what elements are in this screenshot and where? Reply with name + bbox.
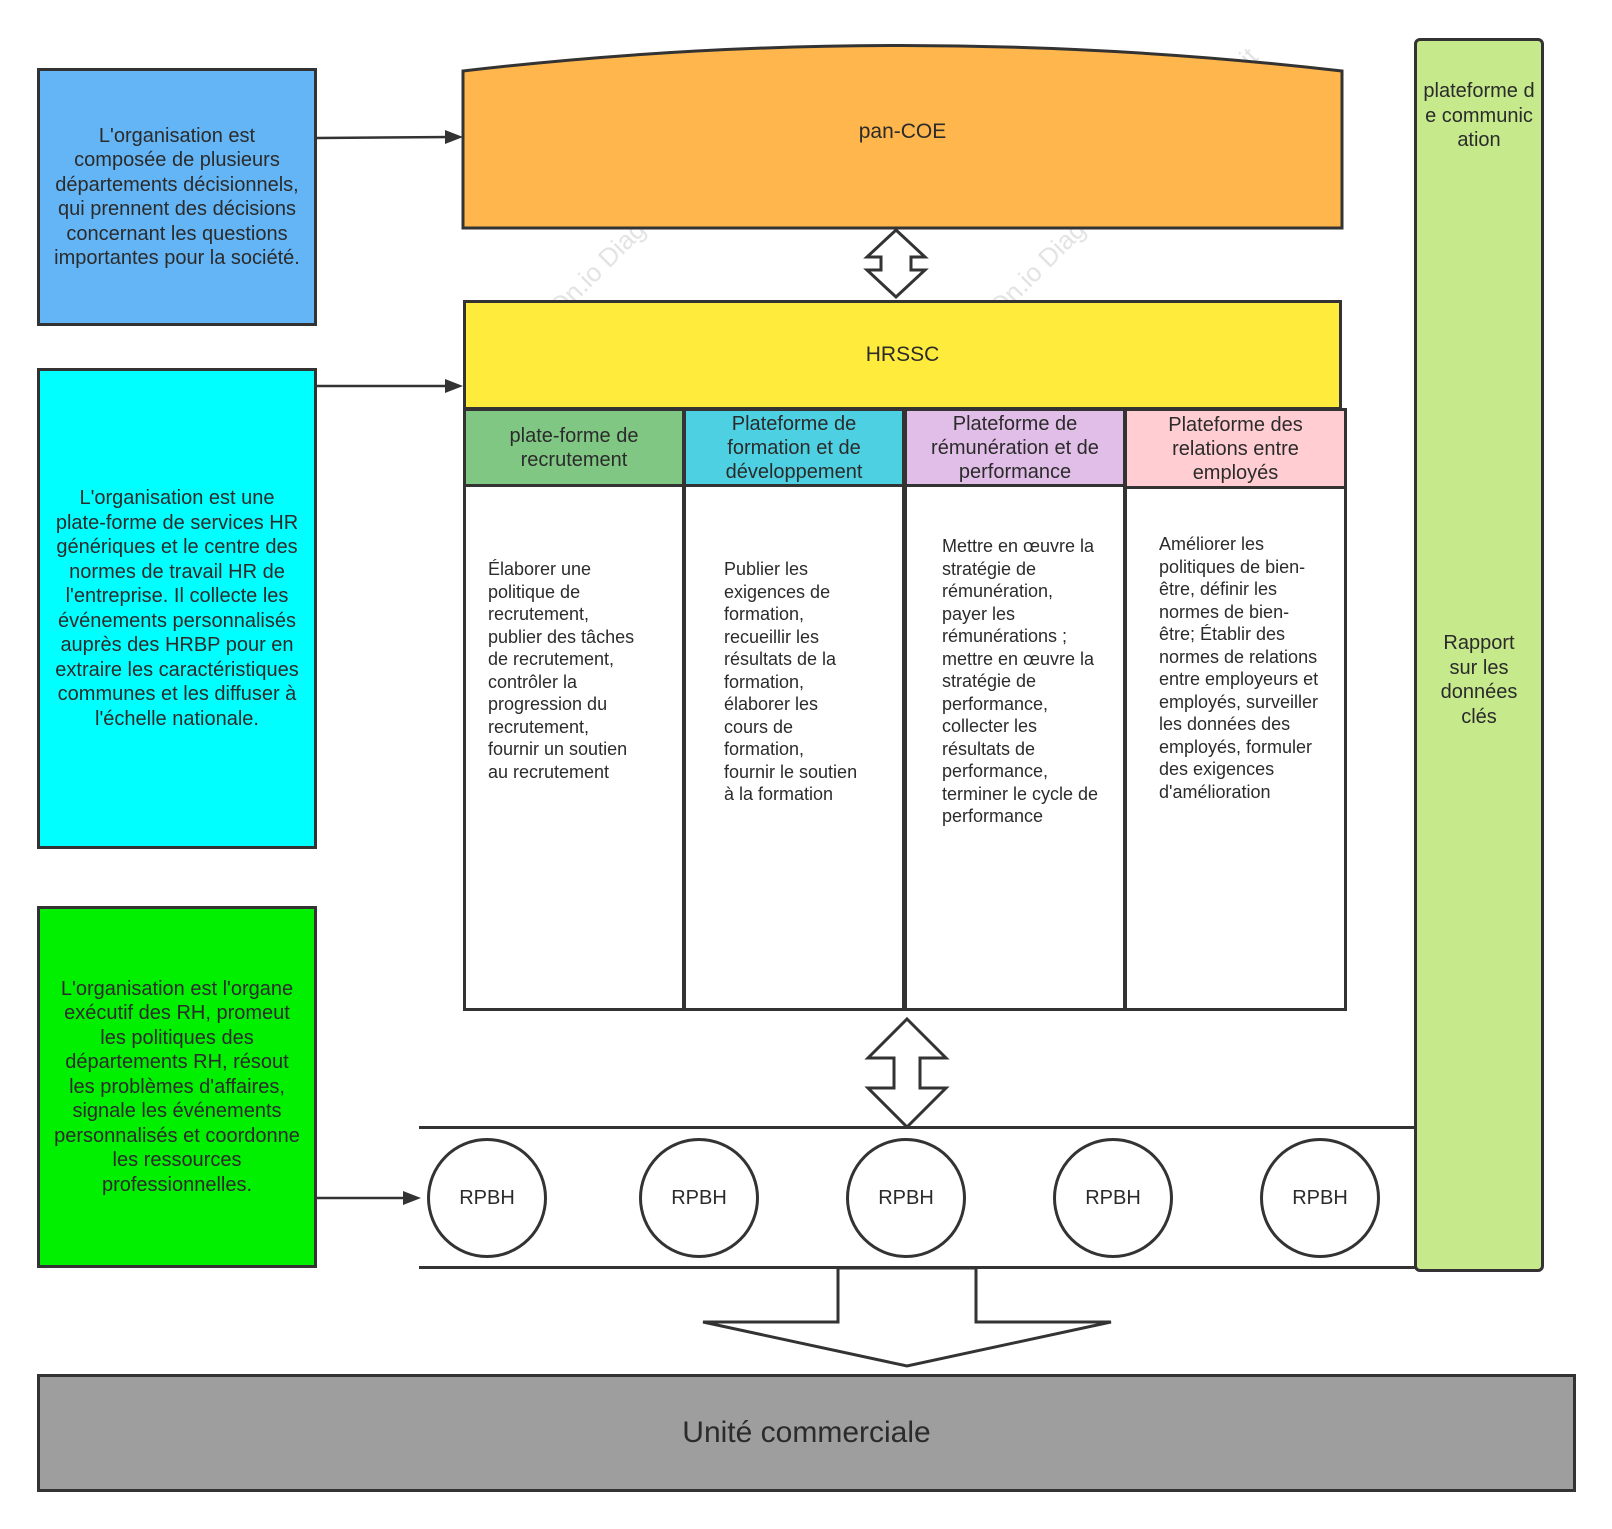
platform-header-training: Plateforme de formation et de développem…: [683, 408, 905, 487]
business-unit-box: Unité commerciale: [37, 1374, 1576, 1492]
rpbh-label: RPBH: [671, 1186, 727, 1209]
platform-title: plate-forme de recrutement: [509, 424, 639, 471]
pan-coe-label: pan-COE: [858, 120, 947, 143]
platform-column-compensation: [904, 408, 1126, 1011]
rpbh-row-top-line: [419, 1126, 1415, 1129]
platform-column-relations: [1124, 408, 1347, 1011]
hrssc-label: HRSSC: [865, 343, 940, 366]
platform-column-recruitment: [463, 408, 685, 1011]
double-arrow-icon: [863, 227, 929, 300]
platform-body-recruitment: Élaborer une politique de recrutement, p…: [488, 559, 635, 782]
rpbh-label: RPBH: [1292, 1186, 1348, 1209]
rpbh-node: RPBH: [639, 1138, 759, 1258]
platform-header-recruitment: plate-forme de recrutement: [463, 408, 685, 487]
down-arrow-icon: [702, 1266, 1112, 1368]
comm-platform-title: plateforme de communication: [1423, 80, 1535, 151]
left-box-executive-text: L'organisation est l'organe exécutif des…: [54, 977, 300, 1196]
left-box-decision: L'organisation est composée de plusieurs…: [37, 68, 317, 326]
platform-body-relations: Améliorer les politiques de bien-être, d…: [1159, 534, 1319, 802]
rpbh-node: RPBH: [1053, 1138, 1173, 1258]
business-unit-label: Unité commerciale: [682, 1416, 931, 1449]
arrowhead-icon: [445, 130, 463, 144]
rpbh-label: RPBH: [878, 1186, 934, 1209]
rpbh-label: RPBH: [459, 1186, 515, 1209]
pan-coe-shape: [461, 44, 1344, 230]
rpbh-node: RPBH: [846, 1138, 966, 1258]
platform-column-training: [683, 408, 905, 1011]
rpbh-label: RPBH: [1085, 1186, 1141, 1209]
platform-title: Plateforme de rémunération et de perform…: [931, 412, 1099, 483]
left-box-services: L'organisation est une plate-forme de se…: [37, 368, 317, 849]
left-box-decision-text: L'organisation est composée de plusieurs…: [54, 124, 300, 270]
rpbh-node: RPBH: [1260, 1138, 1380, 1258]
arrow-decision-to-coe: [316, 135, 453, 140]
platform-title: Plateforme de formation et de développem…: [725, 412, 863, 483]
comm-platform-subtitle: Rapport sur les données clés: [1440, 632, 1518, 728]
rpbh-row-bottom-line: [419, 1266, 1415, 1269]
platform-title: Plateforme des relations entre employés: [1168, 413, 1303, 484]
double-arrow-icon: [864, 1016, 950, 1130]
platform-body-compensation: Mettre en œuvre la stratégie de rémunéra…: [942, 536, 1099, 826]
left-box-services-text: L'organisation est une plate-forme de se…: [55, 487, 299, 730]
arrowhead-icon: [445, 379, 463, 393]
left-box-executive: L'organisation est l'organe exécutif des…: [37, 906, 317, 1268]
platform-header-compensation: Plateforme de rémunération et de perform…: [904, 408, 1126, 487]
arrowhead-icon: [403, 1191, 421, 1205]
hrssc-box: HRSSC: [463, 300, 1342, 410]
platform-header-relations: Plateforme des relations entre employés: [1124, 408, 1347, 489]
platform-body-training: Publier les exigences de formation, recu…: [724, 559, 858, 804]
comm-platform-panel: plateforme de communication Rapport sur …: [1414, 38, 1544, 1272]
rpbh-node: RPBH: [427, 1138, 547, 1258]
